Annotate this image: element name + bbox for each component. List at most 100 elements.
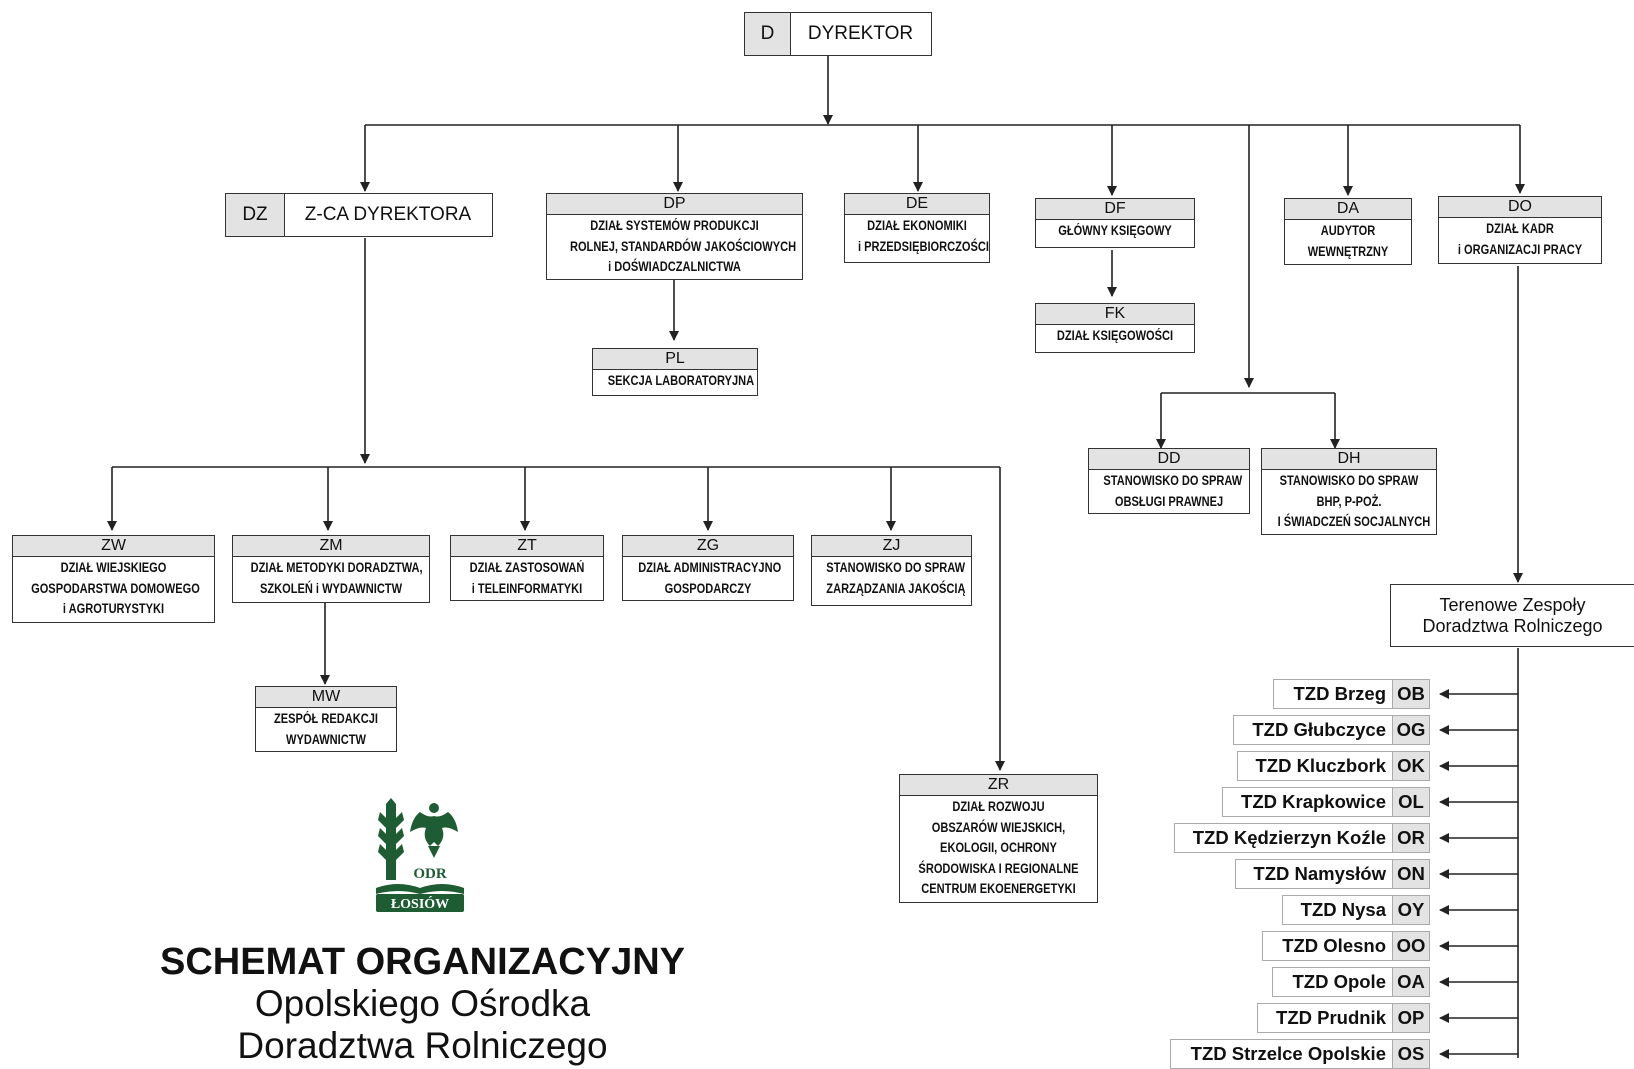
tzd-name: TZD Krapkowice	[1222, 787, 1392, 817]
dept-name-line: i TELEINFORMATYKI	[471, 580, 583, 596]
tzd-name: TZD Namysłów	[1235, 859, 1392, 889]
dept-FK: FK DZIAŁ KSIĘGOWOŚCI	[1035, 303, 1195, 353]
tzd-row: TZD Prudnik OP	[0, 1003, 1430, 1033]
dept-code: DA	[1285, 199, 1411, 220]
tzd-name: TZD Opole	[1272, 967, 1392, 997]
dept-name-line: STANOWISKO DO SPRAW	[1103, 473, 1243, 488]
tzd-code: OA	[1392, 967, 1430, 997]
tzd-code: OB	[1392, 679, 1430, 709]
dept-name-line: ŚRODOWISKA I REGIONALNE	[918, 860, 1079, 876]
tzd-name: TZD Strzelce Opolskie	[1170, 1039, 1392, 1069]
dept-name-line: WEWNĘTRZNY	[1307, 243, 1389, 259]
tzd-row: TZD Namysłów ON	[0, 859, 1430, 889]
tzd-code: OR	[1392, 823, 1430, 853]
dept-name: STANOWISKO DO SPRAW OBSŁUGI PRAWNEJ	[1103, 470, 1243, 512]
dept-code: MW	[256, 687, 396, 708]
terenowe-line: Terenowe Zespoły	[1439, 595, 1586, 615]
dept-name-line: DZIAŁ EKONOMIKI	[867, 218, 967, 233]
dept-code: ZT	[451, 536, 603, 557]
tzd-row: TZD Krapkowice OL	[0, 787, 1430, 817]
tzd-code: OP	[1392, 1003, 1430, 1033]
dept-code: FK	[1036, 304, 1194, 325]
dept-name: DZIAŁ WIEJSKIEGO GOSPODARSTWA DOMOWEGO i…	[31, 557, 200, 620]
dept-name-line: CENTRUM EKOENERGETYKI	[921, 881, 1076, 896]
tzd-row: TZD Kluczbork OK	[0, 751, 1430, 781]
dept-name-line: ZESPÓŁ REDAKCJI	[274, 711, 378, 726]
tzd-code: OK	[1392, 751, 1430, 781]
dept-name-line: EKOLOGII, OCHRONY	[940, 840, 1057, 855]
tzd-row: TZD Nysa OY	[0, 895, 1430, 925]
tzd-row: TZD Głubczyce OG	[0, 715, 1430, 745]
dept-name-line: DZIAŁ ADMINISTRACYJNO	[638, 560, 782, 575]
dept-DA: DA AUDYTOR WEWNĘTRZNY	[1284, 198, 1412, 265]
dept-name-line: AUDYTOR	[1320, 223, 1376, 238]
tzd-name: TZD Prudnik	[1257, 1003, 1392, 1033]
dept-name-line: STANOWISKO DO SPRAW	[826, 560, 966, 575]
tzd-code: OY	[1392, 895, 1430, 925]
dept-name: DZIAŁ EKONOMIKI i PRZEDSIĘBIORCZOŚCI	[857, 215, 989, 257]
dept-code: DO	[1439, 197, 1601, 218]
dept-MW: MW ZESPÓŁ REDAKCJI WYDAWNICTW	[255, 686, 397, 752]
dept-code: DD	[1089, 449, 1249, 470]
tzd-name: TZD Głubczyce	[1233, 715, 1392, 745]
tzd-row: TZD Opole OA	[0, 967, 1430, 997]
dept-name-line: WYDAWNICTW	[286, 731, 366, 747]
tzd-name: TZD Kędzierzyn Koźle	[1174, 823, 1392, 853]
dept-name: DZIAŁ ZASTOSOWAŃ i TELEINFORMATYKI	[465, 557, 590, 599]
tzd-name: TZD Brzeg	[1273, 679, 1392, 709]
dept-ZR: ZR DZIAŁ ROZWOJU OBSZARÓW WIEJSKICH, EKO…	[899, 774, 1098, 903]
dept-name-line: ROLNEJ, STANDARDÓW JAKOŚCIOWYCH	[569, 238, 797, 254]
chart-subtitle-line-1: Opolskiego Ośrodka	[254, 983, 591, 1024]
dept-DE: DE DZIAŁ EKONOMIKI i PRZEDSIĘBIORCZOŚCI	[844, 193, 990, 263]
dept-name-line: GŁÓWNY KSIĘGOWY	[1058, 223, 1172, 238]
dept-ZJ: ZJ STANOWISKO DO SPRAW ZARZĄDZANIA JAKOŚ…	[811, 535, 972, 606]
dept-name-line: OBSŁUGI PRAWNEJ	[1114, 493, 1224, 509]
tzd-row: TZD Olesno OO	[0, 931, 1430, 961]
dept-name-line: OBSZARÓW WIEJSKICH,	[931, 819, 1066, 835]
terenowe-line: Doradztwa Rolniczego	[1422, 616, 1603, 636]
dept-code: ZW	[13, 536, 214, 557]
dept-DO: DO DZIAŁ KADR i ORGANIZACJI PRACY	[1438, 196, 1602, 264]
dept-code: ZR	[900, 775, 1097, 796]
dept-name-line: i PRZEDSIĘBIORCZOŚCI	[857, 238, 989, 254]
dept-DF: DF GŁÓWNY KSIĘGOWY	[1035, 198, 1195, 248]
tzd-name: TZD Kluczbork	[1237, 751, 1392, 781]
director-code: D	[745, 13, 791, 55]
dept-name-line: BHP, P-POŻ.	[1316, 493, 1382, 509]
dept-name: DZIAŁ ROZWOJU OBSZARÓW WIEJSKICH, EKOLOG…	[918, 796, 1080, 900]
dept-code: ZJ	[812, 536, 971, 557]
dept-ZG: ZG DZIAŁ ADMINISTRACYJNO GOSPODARCZY	[622, 535, 794, 601]
dept-ZT: ZT DZIAŁ ZASTOSOWAŃ i TELEINFORMATYKI	[450, 535, 604, 601]
dept-name: DZIAŁ METODYKI DORADZTWA, SZKOLEŃ i WYDA…	[250, 557, 423, 599]
dept-name: DZIAŁ KADR i ORGANIZACJI PRACY	[1454, 218, 1587, 260]
tzd-code: ON	[1392, 859, 1430, 889]
tzd-row: TZD Kędzierzyn Koźle OR	[0, 823, 1430, 853]
deputy-code: DZ	[226, 194, 285, 236]
tzd-code: OG	[1392, 715, 1430, 745]
tzd-name: TZD Nysa	[1282, 895, 1392, 925]
dept-name: STANOWISKO DO SPRAW ZARZĄDZANIA JAKOŚCIĄ	[826, 557, 966, 599]
dept-code: DH	[1262, 449, 1436, 470]
dept-name-line: i ORGANIZACJI PRACY	[1457, 241, 1583, 257]
tzd-row: TZD Strzelce Opolskie OS	[0, 1039, 1430, 1069]
dept-name-line: DZIAŁ METODYKI DORADZTWA,	[250, 560, 423, 575]
dept-name: STANOWISKO DO SPRAW BHP, P-POŻ. I ŚWIADC…	[1278, 470, 1431, 533]
dept-name-line: i AGROTURYSTYKI	[62, 601, 165, 616]
dept-code: DE	[845, 194, 989, 215]
chart-subtitle-line-2: Doradztwa Rolniczego	[237, 1025, 608, 1066]
dept-name: DZIAŁ KSIĘGOWOŚCI	[1050, 325, 1180, 347]
tzd-name: TZD Olesno	[1262, 931, 1392, 961]
tzd-code: OL	[1392, 787, 1430, 817]
logo-subtext: ŁOSIÓW	[391, 895, 449, 912]
dept-name-line: DZIAŁ ROZWOJU	[952, 799, 1045, 814]
tzd-code: OS	[1392, 1039, 1430, 1069]
dept-name: AUDYTOR WEWNĘTRZNY	[1296, 220, 1399, 262]
dept-code: DF	[1036, 199, 1194, 220]
dept-name-line: ZARZĄDZANIA JAKOŚCIĄ	[826, 580, 966, 596]
dept-code: ZM	[233, 536, 429, 557]
logo-text: ODR	[413, 866, 447, 882]
dept-name-line: STANOWISKO DO SPRAW	[1279, 473, 1419, 488]
dept-name-line: GOSPODARCZY	[664, 580, 752, 596]
dept-name-line: DZIAŁ WIEJSKIEGO	[60, 560, 167, 575]
